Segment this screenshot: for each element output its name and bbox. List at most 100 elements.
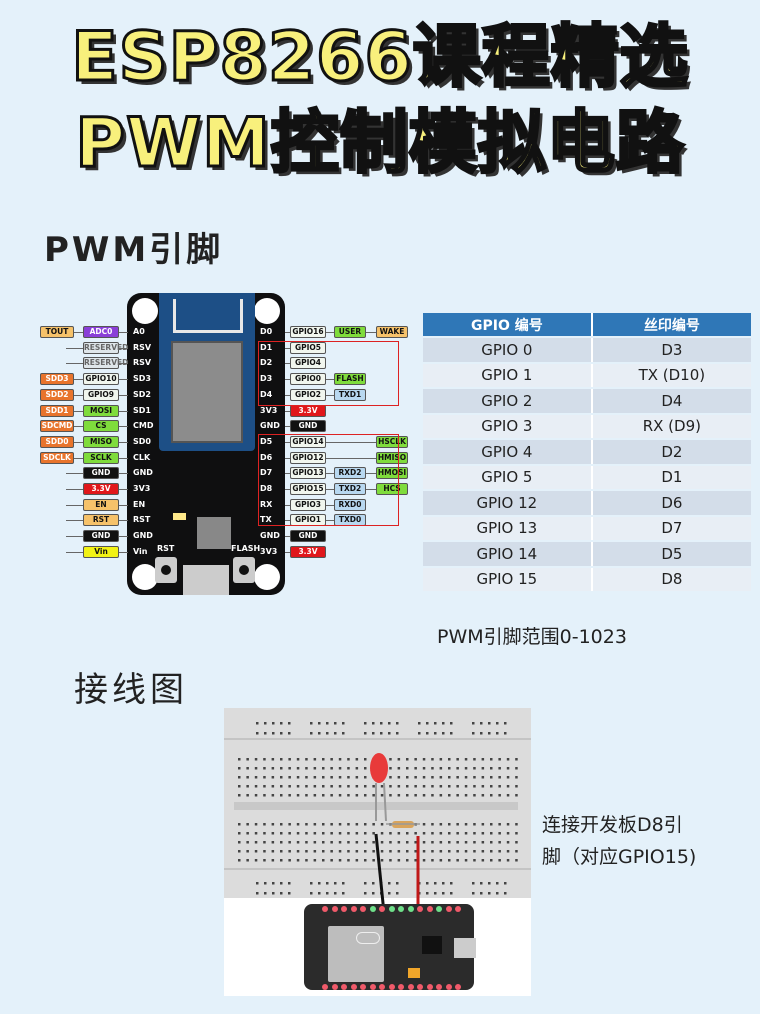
breadboard-hole bbox=[388, 722, 391, 725]
breadboard-hole bbox=[456, 823, 459, 826]
connector-line bbox=[285, 536, 290, 538]
flash-button[interactable] bbox=[233, 557, 255, 583]
pin-badge-reserved: RESERVED bbox=[83, 341, 129, 354]
board-pin-label: D7 bbox=[260, 468, 273, 478]
breadboard-hole bbox=[414, 794, 417, 797]
breadboard-hole bbox=[389, 776, 392, 779]
breadboard-hole bbox=[326, 882, 329, 885]
breadboard-hole bbox=[347, 823, 350, 826]
breadboard-hole bbox=[380, 850, 384, 853]
breadboard-hole bbox=[464, 758, 468, 761]
pin-badge-reserved: RESERVED bbox=[83, 357, 129, 370]
breadboard-hole bbox=[322, 758, 325, 761]
breadboard-hole bbox=[397, 758, 401, 761]
breadboard-hole bbox=[388, 892, 391, 895]
header-pin bbox=[455, 906, 461, 912]
breadboard-hole bbox=[456, 758, 459, 761]
connector-line bbox=[285, 457, 405, 459]
header-pin bbox=[360, 984, 366, 990]
breadboard-hole bbox=[498, 859, 501, 862]
breadboard-hole bbox=[318, 882, 321, 885]
pin-badge-txd2: TXD2 bbox=[334, 483, 366, 495]
pin-badge-tout: TOUT bbox=[40, 326, 74, 338]
breadboard-hole bbox=[380, 732, 383, 735]
breadboard-hole bbox=[313, 785, 317, 788]
breadboard-hole bbox=[246, 841, 249, 844]
breadboard-hole bbox=[380, 823, 384, 826]
breadboard-hole bbox=[456, 832, 459, 835]
breadboard-hole bbox=[313, 794, 317, 797]
breadboard-hole bbox=[364, 758, 367, 761]
breadboard-hole bbox=[330, 859, 333, 862]
mount-hole bbox=[132, 298, 158, 324]
gpio-cell: GPIO 0 bbox=[423, 338, 591, 362]
header-pin bbox=[322, 906, 328, 912]
breadboard-hole bbox=[364, 823, 367, 826]
breadboard-hole bbox=[490, 794, 493, 797]
breadboard-hole bbox=[473, 850, 476, 853]
breadboard-hole bbox=[515, 785, 518, 788]
board-pin-label: Vin bbox=[133, 546, 148, 556]
breadboard-hole bbox=[372, 785, 375, 788]
board-pin-label: D4 bbox=[260, 389, 273, 399]
pin-badge-rxd2: RXD2 bbox=[334, 467, 366, 480]
pin-badge-gnd: GND bbox=[83, 467, 119, 480]
breadboard-hole bbox=[406, 832, 409, 835]
breadboard-hole bbox=[296, 758, 300, 761]
breadboard-hole bbox=[347, 785, 350, 788]
pin-badge-miso: MISO bbox=[83, 435, 119, 448]
silkscreen-cell: D2 bbox=[590, 440, 751, 464]
rst-button[interactable] bbox=[155, 557, 177, 583]
wiring-section-title: 接线图 bbox=[74, 670, 188, 710]
breadboard-hole bbox=[481, 841, 485, 844]
breadboard-hole bbox=[322, 767, 325, 770]
breadboard-hole bbox=[372, 850, 375, 853]
breadboard-hole bbox=[330, 841, 333, 844]
breadboard-hole bbox=[396, 892, 399, 895]
breadboard-hole bbox=[431, 841, 434, 844]
breadboard-hole bbox=[380, 832, 384, 835]
breadboard-hole bbox=[280, 794, 283, 797]
breadboard-hole bbox=[473, 832, 476, 835]
breadboard-hole bbox=[254, 794, 258, 797]
breadboard-hole bbox=[448, 794, 451, 797]
breadboard-hole bbox=[263, 794, 266, 797]
breadboard-hole bbox=[238, 776, 241, 779]
breadboard-hole bbox=[456, 794, 459, 797]
header-pin bbox=[331, 906, 338, 912]
breadboard-hole bbox=[464, 832, 468, 835]
breadboard-hole bbox=[338, 767, 342, 770]
breadboard-hole bbox=[246, 859, 249, 862]
breadboard-hole bbox=[347, 859, 350, 862]
breadboard-hole bbox=[246, 850, 249, 853]
breadboard-hole bbox=[288, 758, 291, 761]
breadboard-hole bbox=[256, 722, 259, 725]
pin-badge-gpio12: GPIO12 bbox=[290, 451, 326, 464]
breadboard-hole bbox=[481, 776, 485, 779]
header-pin bbox=[426, 984, 433, 990]
board-pin-label: GND bbox=[260, 421, 280, 431]
board-pin-label: D6 bbox=[260, 452, 273, 462]
header-pin bbox=[331, 984, 338, 990]
breadboard-hole bbox=[238, 767, 241, 770]
breadboard-hole bbox=[422, 794, 426, 797]
breadboard-hole bbox=[431, 850, 434, 853]
breadboard-hole bbox=[473, 776, 476, 779]
breadboard-hole bbox=[305, 758, 308, 761]
breadboard-hole bbox=[347, 794, 350, 797]
breadboard-hole bbox=[288, 732, 291, 735]
breadboard-hole bbox=[506, 758, 510, 761]
breadboard-hole bbox=[515, 767, 518, 770]
board-pin-label: 3V3 bbox=[260, 405, 278, 415]
breadboard-hole bbox=[439, 832, 443, 835]
pin-badge-hsclk: HSCLK bbox=[376, 435, 408, 448]
breadboard-hole bbox=[481, 859, 485, 862]
pin-badge-cs: CS bbox=[83, 420, 119, 433]
breadboard-hole bbox=[481, 758, 485, 761]
breadboard-hole bbox=[448, 776, 451, 779]
breadboard-hole bbox=[442, 892, 445, 895]
board-pin-label: SD0 bbox=[133, 436, 151, 446]
breadboard-hole bbox=[498, 767, 501, 770]
silkscreen-cell: D5 bbox=[590, 542, 751, 566]
